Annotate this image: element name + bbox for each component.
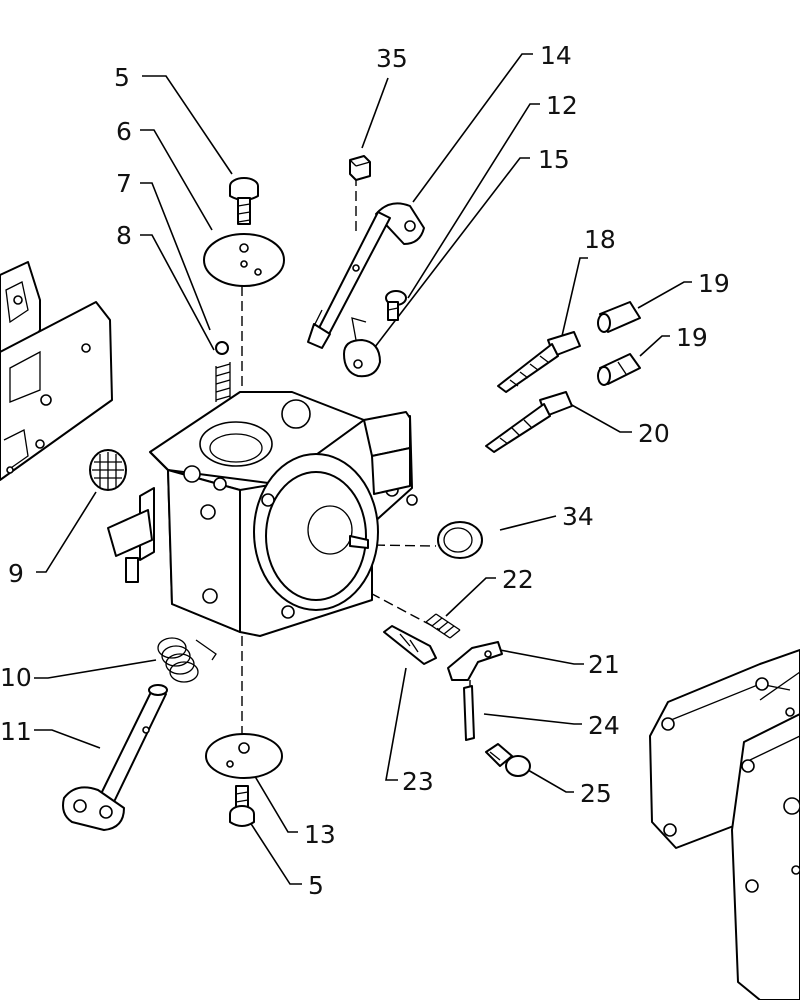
screw-part-5-top (229, 177, 259, 225)
callout-11: 11 (0, 717, 32, 746)
spring-part-22 (425, 613, 461, 639)
callout-5-top: 5 (114, 63, 130, 92)
callout-8: 8 (116, 221, 132, 250)
screw-part-25 (485, 743, 531, 777)
callout-9: 9 (8, 559, 24, 588)
filter-part-9 (89, 449, 127, 491)
needle-part-18 (497, 331, 581, 393)
plug-part-34 (437, 521, 483, 559)
shaft-part-14 (307, 202, 425, 349)
callout-34: 34 (562, 502, 594, 531)
sleeve-part-19-lower (597, 353, 641, 386)
callout-10: 10 (0, 663, 32, 692)
pin-part-24 (463, 685, 475, 741)
callout-22: 22 (502, 565, 534, 594)
screw-part-12 (385, 290, 407, 321)
callout-13: 13 (304, 820, 336, 849)
callout-5-bottom: 5 (308, 871, 324, 900)
callout-19-lower: 19 (676, 323, 708, 352)
leader-lines (34, 53, 692, 885)
callout-24: 24 (588, 711, 620, 740)
needle-part-20 (485, 391, 573, 453)
carburetor-body (107, 391, 418, 637)
callout-25: 25 (580, 779, 612, 808)
lever-part-15 (343, 317, 381, 378)
callout-12: 12 (546, 91, 578, 120)
callout-6: 6 (116, 117, 132, 146)
left-gaskets (0, 261, 113, 481)
callout-23: 23 (402, 767, 434, 796)
callout-20: 20 (638, 419, 670, 448)
callout-35: 35 (376, 44, 408, 73)
disc-part-13 (205, 733, 283, 779)
ball-part-7 (215, 341, 229, 355)
callout-18: 18 (584, 225, 616, 254)
callout-labels: 5 6 7 8 35 14 12 15 18 19 19 20 34 22 21… (0, 41, 730, 900)
callout-7: 7 (116, 169, 132, 198)
cap-part-35 (349, 155, 371, 181)
callout-15: 15 (538, 145, 570, 174)
screw-part-5-bottom (229, 785, 255, 827)
sleeve-part-19-upper (597, 301, 641, 333)
callout-19-upper: 19 (698, 269, 730, 298)
callout-21: 21 (588, 650, 620, 679)
disc-part-6 (203, 233, 285, 287)
lever-part-21 (447, 641, 503, 681)
needle-valve-part-23 (383, 625, 437, 665)
spring-part-10 (157, 637, 217, 683)
callout-14: 14 (540, 41, 572, 70)
shaft-part-11 (62, 684, 168, 831)
spring-part-8 (215, 362, 231, 402)
right-diaphragm-gaskets (649, 649, 800, 1000)
